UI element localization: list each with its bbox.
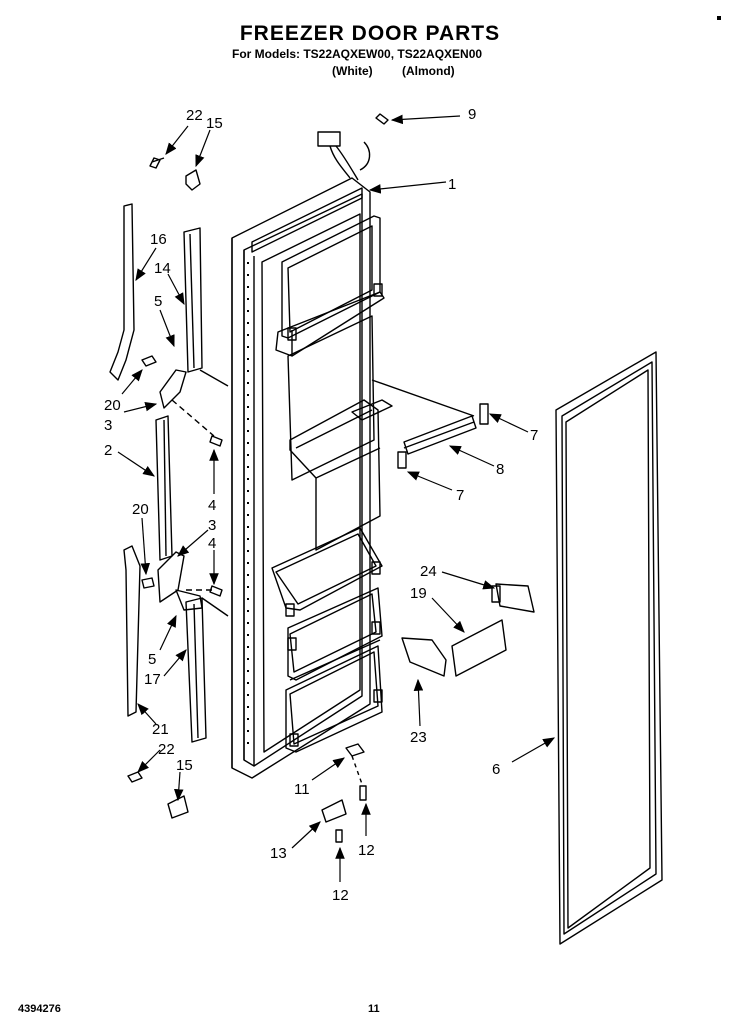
callout-20: 20 — [132, 501, 149, 518]
callout-12: 12 — [358, 842, 375, 859]
callout-12: 12 — [332, 887, 349, 904]
color-almond-label: (Almond) — [402, 64, 455, 78]
callout-21: 21 — [152, 721, 169, 738]
callout-3: 3 — [208, 517, 216, 534]
callout-7: 7 — [456, 487, 464, 504]
callout-22: 22 — [186, 107, 203, 124]
bottom-bracket — [321, 743, 367, 843]
callout-20: 20 — [104, 397, 121, 414]
callout-2: 2 — [104, 442, 112, 459]
callout-4: 4 — [208, 535, 216, 552]
callout-15: 15 — [176, 757, 193, 774]
callout-5: 5 — [148, 651, 156, 668]
callout-8: 8 — [496, 461, 504, 478]
models-line: For Models: TS22AQXEW00, TS22AQXEN00 — [232, 47, 483, 61]
bin-parts — [401, 583, 535, 677]
callout-9: 9 — [468, 106, 476, 123]
callout-24: 24 — [420, 563, 437, 580]
dispenser-trim — [371, 379, 489, 469]
door-gasket — [555, 351, 663, 945]
document-number: 4394276 — [18, 1003, 61, 1015]
callout-13: 13 — [270, 845, 287, 862]
callout-1: 1 — [448, 176, 456, 193]
wire-harness — [317, 113, 389, 181]
page-number: 11 — [368, 1003, 380, 1015]
callout-17: 17 — [144, 671, 161, 688]
callout-4: 4 — [208, 497, 216, 514]
callout-16: 16 — [150, 231, 167, 248]
callout-22: 22 — [158, 741, 175, 758]
diagram-title: FREEZER DOOR PARTS — [239, 22, 501, 45]
callout-23: 23 — [410, 729, 427, 746]
left-trim-parts — [109, 157, 229, 819]
callout-19: 19 — [410, 585, 427, 602]
callout-7: 7 — [530, 427, 538, 444]
callout-11: 11 — [294, 781, 310, 798]
callout-labels: 1 2 3 3 4 4 5 5 6 7 7 8 9 11 12 12 13 14… — [104, 106, 538, 904]
leader-arrows — [117, 114, 556, 882]
callout-5: 5 — [154, 293, 162, 310]
callout-15: 15 — [206, 115, 223, 132]
corner-mark — [717, 16, 721, 20]
callout-14: 14 — [154, 260, 171, 277]
color-white-label: (White) — [332, 64, 373, 78]
door-liner-shelves — [271, 215, 393, 753]
callout-6: 6 — [492, 761, 500, 778]
callout-3: 3 — [104, 417, 112, 434]
